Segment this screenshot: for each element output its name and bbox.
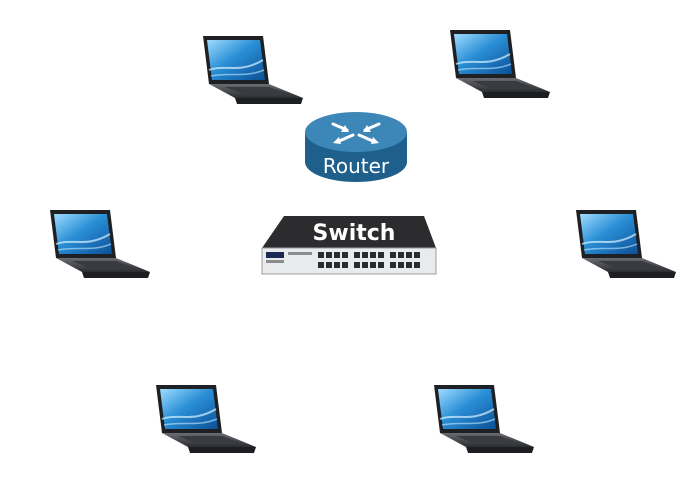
laptop-bottom-right xyxy=(426,383,536,458)
laptop-icon xyxy=(195,34,305,109)
laptop-icon xyxy=(148,383,258,458)
laptop-top-left xyxy=(195,34,305,109)
laptop-top-right xyxy=(442,28,552,103)
laptop-icon xyxy=(442,28,552,103)
router-icon xyxy=(305,112,407,182)
laptop-icon xyxy=(426,383,536,458)
network-switch-icon xyxy=(261,216,437,275)
router-label: Router xyxy=(322,154,390,178)
laptop-middle-right xyxy=(568,208,678,283)
laptop-icon xyxy=(568,208,678,283)
network-switch: Switch xyxy=(258,216,438,276)
switch-label: Switch xyxy=(312,221,396,246)
laptop-middle-left xyxy=(42,208,152,283)
router: Router xyxy=(303,110,409,184)
laptop-icon xyxy=(42,208,152,283)
laptop-bottom-left xyxy=(148,383,258,458)
